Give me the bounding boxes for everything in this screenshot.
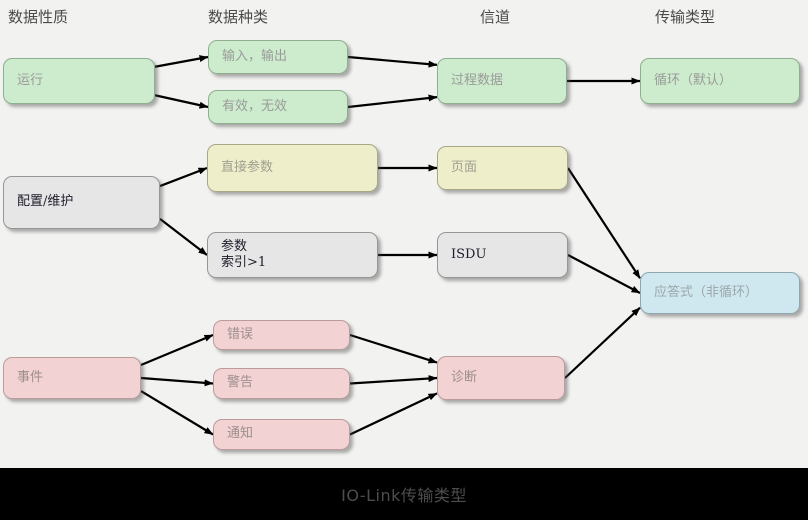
edge-config-to-direct-params xyxy=(159,166,208,188)
edge-isdu-to-acyclic xyxy=(567,254,641,294)
node-cyclic[interactable]: 循环（默认） xyxy=(640,58,800,104)
node-process-data[interactable]: 过程数据 xyxy=(437,58,567,104)
edge-config-to-params-index xyxy=(159,218,208,256)
caption-text: IO-Link传输类型 xyxy=(341,486,467,505)
col-data-kind: 数据种类 xyxy=(208,8,269,26)
node-isdu[interactable]: ISDU xyxy=(437,232,568,278)
node-input-output[interactable]: 输入，输出 xyxy=(208,40,348,74)
node-error[interactable]: 错误 xyxy=(213,320,350,350)
edge-event-to-warning xyxy=(140,376,214,387)
col-channel: 信道 xyxy=(480,8,511,26)
node-page[interactable]: 页面 xyxy=(437,146,568,190)
node-acyclic[interactable]: 应答式（非循环） xyxy=(640,272,800,314)
node-params-index[interactable]: 参数 索引>1 xyxy=(207,232,378,278)
edge-warning-to-diagnosis xyxy=(349,375,438,385)
node-valid-invalid[interactable]: 有效，无效 xyxy=(208,90,348,124)
node-config-maint[interactable]: 配置/维护 xyxy=(3,176,160,229)
edge-page-to-acyclic xyxy=(567,167,641,279)
node-direct-params[interactable]: 直接参数 xyxy=(207,144,378,192)
edge-valid-invalid-to-process-data xyxy=(347,94,438,109)
node-notification[interactable]: 通知 xyxy=(213,419,350,450)
node-operating[interactable]: 运行 xyxy=(3,58,155,104)
diagram-area: 数据性质 数据种类 信道 传输类型 运行 输入，输出有效，无效 过程数据 循环（默认） 配置/… xyxy=(3,8,800,450)
edge-notification-to-diagnosis xyxy=(349,392,438,436)
edge-event-to-notification xyxy=(140,390,214,436)
col-transfer-type: 传输类型 xyxy=(655,8,716,26)
node-warning[interactable]: 警告 xyxy=(213,368,350,399)
edge-diagnosis-to-acyclic xyxy=(564,306,641,379)
edge-operating-to-valid-invalid xyxy=(154,94,209,109)
edge-error-to-diagnosis xyxy=(349,333,438,364)
node-event[interactable]: 事件 xyxy=(3,357,141,399)
edge-event-to-error xyxy=(140,333,214,366)
edge-input-output-to-process-data xyxy=(347,55,438,68)
col-data-nature: 数据性质 xyxy=(8,8,69,26)
node-diagnosis[interactable]: 诊断 xyxy=(437,356,565,400)
edge-operating-to-input-output xyxy=(154,55,209,68)
caption-bar: IO-Link传输类型 xyxy=(0,468,808,520)
